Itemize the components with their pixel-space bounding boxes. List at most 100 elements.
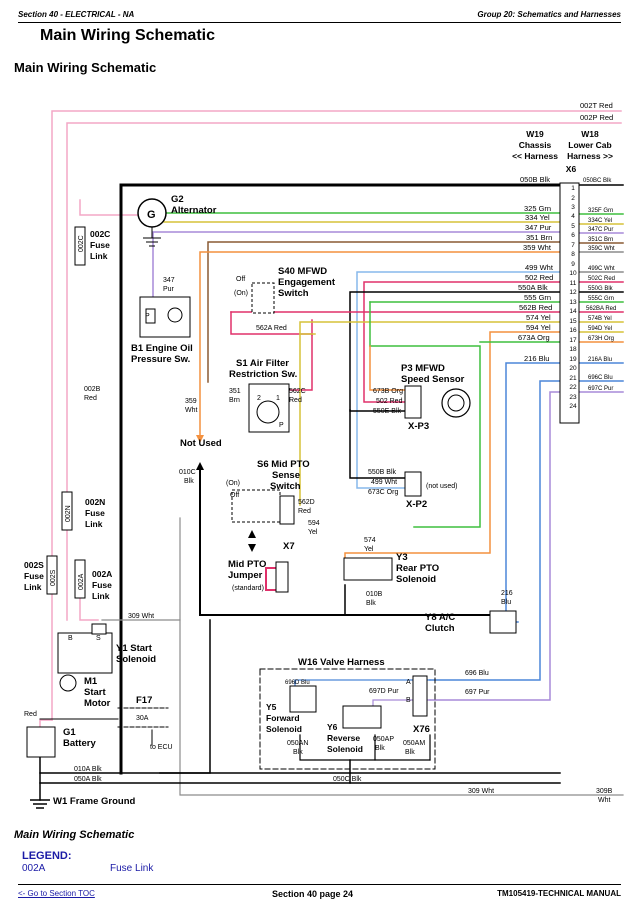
w574-label: 574 Yel <box>526 313 551 322</box>
x6-label: X6 <box>566 164 577 174</box>
s1-label: S1 Air Filter <box>236 358 289 369</box>
x6-pin: 13 <box>569 299 577 306</box>
wire-label: Yel <box>364 546 374 553</box>
g1-label: Battery <box>63 738 96 749</box>
x6-pin: 5 <box>571 223 575 230</box>
y6-solenoid-box <box>342 705 382 729</box>
switch-label: (On) <box>234 290 248 297</box>
speed-sensor-symbol <box>441 388 471 418</box>
wire-label: Blk <box>184 478 194 485</box>
mid-pto-label: Jumper <box>228 570 263 581</box>
wire-label: 002B <box>84 386 101 393</box>
w19-label: << Harness <box>512 151 558 161</box>
w502c-label: 502C Red <box>588 276 615 282</box>
s1-label: Restriction Sw. <box>229 369 297 380</box>
wire-label: 351 <box>229 388 241 395</box>
x6-pin: 24 <box>569 403 577 410</box>
wire-label: 697 Pur <box>465 689 490 696</box>
x6-pin: 9 <box>571 261 575 268</box>
wire-label: Red <box>84 395 97 402</box>
x6-pin: 8 <box>571 251 575 258</box>
w550g-label: 550G Blk <box>588 286 614 292</box>
wire-label: 594 <box>308 520 320 527</box>
w347c-label: 347C Pur <box>588 227 613 233</box>
w502-label: 502 Red <box>525 273 553 282</box>
wire-label: 050AP <box>373 736 394 743</box>
w550a-label: 550A Blk <box>518 283 548 292</box>
s6-switch-box <box>231 489 281 523</box>
x6-pin: 20 <box>569 365 577 372</box>
w351-label: 351 Brn <box>526 233 552 242</box>
wire-label: (standard) <box>232 585 264 592</box>
page-number: Section 40 page 24 <box>272 889 354 899</box>
w555c-label: 555C Grn <box>588 296 614 302</box>
battery-symbol <box>26 726 56 758</box>
start-motor-symbol <box>59 674 77 692</box>
section-header: Section 40 - ELECTRICAL - NA <box>18 10 135 19</box>
wire-label: Wht <box>598 797 611 804</box>
switch-label: B <box>68 635 73 642</box>
w499-label: 499 Wht <box>525 263 554 272</box>
fuse-002a-label: Link <box>92 591 110 601</box>
go-to-toc-link[interactable]: <- Go to Section TOC <box>18 889 95 898</box>
g1-label: G1 <box>63 727 76 738</box>
w347-label: 347 Pur <box>525 223 552 232</box>
fuse-002c-label: Link <box>90 251 108 261</box>
not-used-label: Not Used <box>180 438 222 449</box>
y8-clutch-box <box>489 610 517 634</box>
page-title: Main Wiring Schematic <box>40 27 215 44</box>
footer-divider <box>18 884 621 885</box>
y6-label: Solenoid <box>327 744 363 754</box>
w574b-label: 574B Yel <box>588 316 612 322</box>
y3-label: Rear PTO <box>396 563 439 574</box>
wire-label: 002N <box>65 505 72 522</box>
w325f-label: 325F Grn <box>588 208 613 214</box>
b1-label: B1 Engine Oil <box>131 343 193 354</box>
x6-pin: 1 <box>571 185 575 192</box>
fuse-link-002n <box>61 491 73 531</box>
w18-label: Lower Cab <box>568 140 611 150</box>
wire-label: 010C <box>179 469 196 476</box>
wire-label: 30A <box>136 715 149 722</box>
w562b-label: 562B Red <box>519 303 552 312</box>
wire-label: 050C Blk <box>333 776 362 783</box>
mid-pto-label: Mid PTO <box>228 559 266 570</box>
wire-label: 574 <box>364 537 376 544</box>
m1-label: Motor <box>84 698 111 709</box>
w673h-label: 673H Org <box>588 336 614 342</box>
wire-label: 002A <box>78 573 85 590</box>
x6-pin: 16 <box>569 327 577 334</box>
w050bc-label: 050BC Blk <box>583 178 612 184</box>
wire-label: 499 Wht <box>371 479 397 486</box>
w499c-label: 499C Wht <box>588 266 615 272</box>
wire-label: Red <box>289 397 302 404</box>
y3-solenoid-box <box>343 557 393 581</box>
w359c-label: 359C Wht <box>588 246 615 252</box>
y1-label: Solenoid <box>116 654 156 665</box>
fuse-002s-label: Fuse <box>24 571 44 581</box>
w19-label: W19 <box>526 129 544 139</box>
x6-pin: 21 <box>569 375 577 382</box>
fuse-link-002a <box>74 559 86 599</box>
wire-label: 309 Wht <box>468 788 494 795</box>
xp2-connector-box <box>404 471 422 497</box>
switch-label: Off <box>236 276 245 283</box>
x6-pin: 6 <box>571 232 575 239</box>
fuse-link-002c <box>74 226 86 266</box>
switch-label: Off <box>230 492 239 499</box>
s6-connector-box <box>279 495 295 525</box>
s6-label: Sense <box>272 470 300 481</box>
x76-connector-box <box>412 675 428 717</box>
y6-label: Reverse <box>327 733 360 743</box>
w002t-label: 002T Red <box>580 101 613 110</box>
s6-label: S6 Mid PTO <box>257 459 310 470</box>
x6-pin: 4 <box>571 213 575 220</box>
f17-label: F17 <box>136 695 152 706</box>
w594d-label: 594D Yel <box>588 326 612 332</box>
x6-pin: 22 <box>569 384 577 391</box>
w325-label: 325 Grn <box>524 204 551 213</box>
x6-pin: 7 <box>571 242 575 249</box>
fuse-002c-label: 002C <box>90 229 110 239</box>
wire-label: Pur <box>163 286 175 293</box>
xp2-label: X-P2 <box>406 499 427 510</box>
